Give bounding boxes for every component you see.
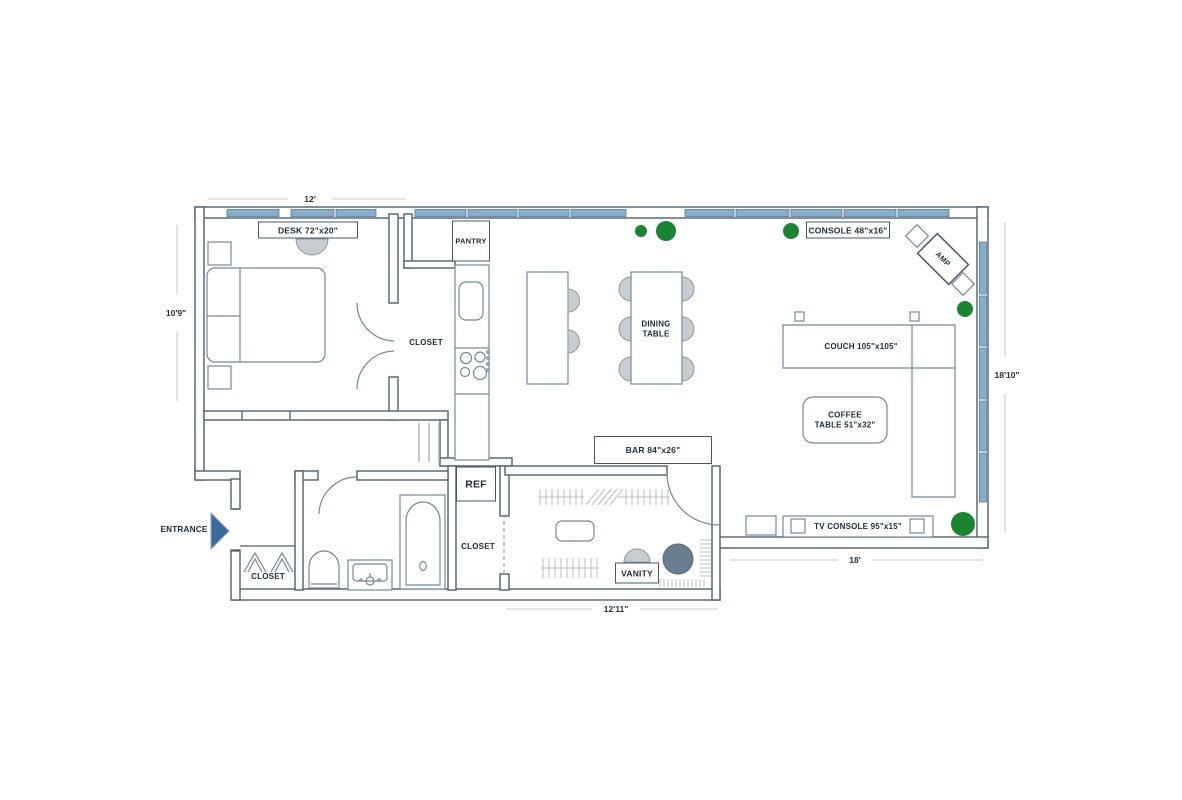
dimension-lines	[176, 198, 1006, 610]
walkin-door-arc	[666, 472, 720, 526]
bathtub	[399, 494, 446, 590]
nightstand	[207, 241, 232, 266]
kitchen-counter	[454, 264, 490, 461]
walkin-hanging-rods	[538, 488, 711, 587]
toilet	[308, 550, 340, 589]
desk-chair	[295, 238, 329, 256]
speaker-diamond	[904, 223, 930, 249]
tv-console	[782, 515, 934, 538]
speaker-square	[794, 311, 805, 322]
nightstand	[207, 365, 232, 390]
entrance-arrow-icon	[210, 511, 230, 551]
kitchen-island	[526, 271, 580, 385]
coffee-table	[802, 396, 888, 444]
speaker-diamond	[950, 271, 976, 297]
window-strips	[226, 209, 987, 503]
amp-unit	[904, 223, 976, 297]
speaker-square	[909, 311, 920, 322]
bathroom-sink	[347, 559, 393, 591]
couch	[782, 324, 956, 498]
dining-table	[618, 271, 695, 385]
stove-burners	[459, 350, 490, 381]
side-cabinet	[745, 515, 777, 536]
corridor-door-lines	[418, 423, 440, 462]
green-marker-dots	[635, 221, 975, 536]
bed	[206, 267, 326, 363]
bedroom-closet-doors	[356, 302, 395, 390]
bathroom-door-arc	[318, 476, 358, 515]
entry-closet-hangers	[243, 551, 294, 573]
closet-stool	[662, 543, 694, 575]
kitchen-sink	[458, 281, 484, 321]
closet-ottoman	[555, 520, 595, 542]
vanity-chair	[623, 548, 651, 563]
